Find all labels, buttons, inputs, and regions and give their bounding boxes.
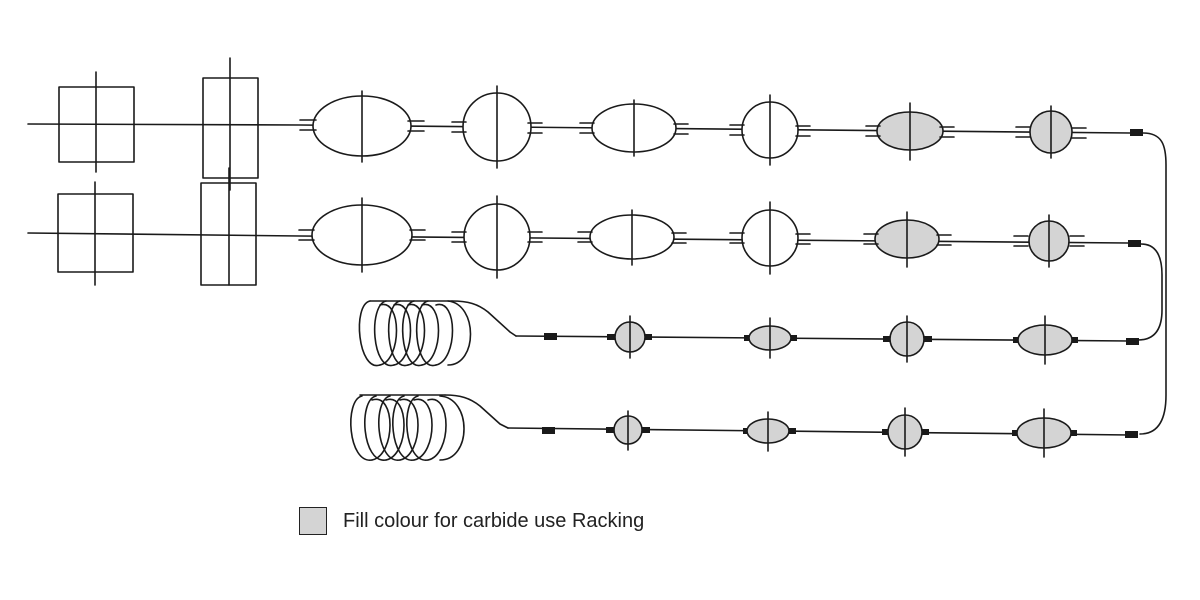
guide-block — [1130, 129, 1143, 136]
return-loops — [1137, 132, 1167, 435]
wire-coil — [358, 300, 517, 366]
roll-oval — [579, 99, 689, 157]
guide-block — [542, 427, 555, 434]
row-4 — [350, 394, 1138, 461]
stand-square — [58, 71, 135, 173]
legend-label: Fill colour for carbide use Racking — [343, 509, 645, 532]
guide-block — [1126, 338, 1139, 345]
roll-round-carbide — [1015, 105, 1087, 159]
row-2 — [27, 167, 1141, 286]
roll-oval-carbide — [865, 102, 955, 161]
roll-round-carbide — [606, 410, 650, 451]
roll-oval-carbide — [1012, 408, 1077, 458]
roll-oval-carbide — [743, 411, 796, 452]
guide-block — [1125, 431, 1138, 438]
wire-coil — [350, 394, 509, 461]
roll-round-carbide — [883, 315, 932, 363]
roll-oval — [299, 90, 425, 163]
roll-oval-carbide — [863, 211, 952, 268]
roll-round-carbide — [1013, 214, 1085, 268]
row-1 — [27, 57, 1143, 191]
roll-round — [729, 201, 811, 275]
row-2-line — [27, 232, 1129, 244]
roll-oval — [577, 209, 687, 266]
roll-round-carbide — [607, 315, 652, 359]
stand-rectangle — [200, 167, 257, 286]
roll-oval — [298, 197, 426, 273]
legend-swatch — [299, 507, 327, 535]
loop-row1-to-row4 — [1139, 132, 1167, 435]
loop-row2-to-row3 — [1137, 243, 1163, 341]
roll-round-carbide — [882, 407, 929, 457]
row-3 — [358, 300, 1139, 366]
row-1-line — [27, 123, 1131, 134]
roll-round — [451, 195, 543, 279]
legend: Fill colour for carbide use Racking — [299, 505, 644, 537]
roll-round — [729, 94, 811, 166]
stand-rectangle — [202, 57, 259, 191]
guide-block — [544, 333, 557, 340]
roll-oval-carbide — [744, 317, 797, 359]
roll-round — [451, 85, 543, 169]
stand-square — [57, 181, 134, 286]
roll-oval-carbide — [1013, 315, 1078, 365]
guide-block — [1128, 240, 1141, 247]
